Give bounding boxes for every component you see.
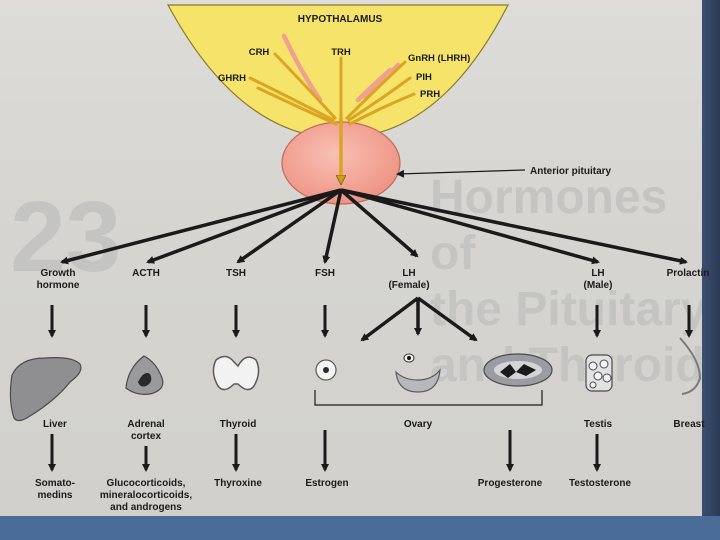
hormone-label: ACTH <box>132 268 160 279</box>
product-label-sub: medins <box>37 490 72 501</box>
ghost-chapter-number: 23 <box>10 181 122 293</box>
hormone-label: TSH <box>226 268 246 279</box>
hormone-label-sub: (Male) <box>584 280 613 291</box>
ghrh-label: GHRH <box>218 73 246 84</box>
hormone-label: Prolactin <box>667 268 710 279</box>
hypothalamus-title: HYPOTHALAMUS <box>298 14 383 25</box>
product-label: Testosterone <box>569 478 631 489</box>
product-label: Somato- <box>35 478 75 489</box>
product-label: Glucocorticoids, <box>107 478 186 489</box>
product-label-sub: mineralocorticoids, <box>100 490 192 501</box>
product-label: Progesterone <box>478 478 543 489</box>
target-label: Liver <box>43 419 67 430</box>
product-label: Thyroxine <box>214 478 262 489</box>
fan-arrows <box>60 188 688 265</box>
breast-icon <box>679 337 702 395</box>
thyroid-icon <box>212 355 260 391</box>
bottom-bar <box>0 516 720 540</box>
gnrh-label: GnRH (LHRH) <box>408 53 470 64</box>
hormone-label-sub: hormone <box>37 280 80 291</box>
trh-label: TRH <box>331 47 351 58</box>
hormone-target-arrows <box>48 305 693 338</box>
hormone-label: LH <box>402 268 415 279</box>
liver-icon <box>9 357 82 422</box>
lh-female-arrows <box>360 296 478 342</box>
target-product-arrows <box>48 430 601 472</box>
target-label: Adrenal <box>127 419 164 430</box>
prh-label: PRH <box>420 89 440 100</box>
ovary-bracket <box>314 390 543 406</box>
product-label: Estrogen <box>305 478 348 489</box>
hormone-label: LH <box>591 268 604 279</box>
ovary-ovulation-icon <box>395 368 441 393</box>
target-label-sub: cortex <box>131 431 161 442</box>
page-edge-shadow <box>702 0 720 516</box>
pih-label: PIH <box>416 72 432 83</box>
hormone-label-sub: (Female) <box>388 280 429 291</box>
target-label: Thyroid <box>220 419 257 430</box>
releasing-hormone-tracts <box>248 52 416 126</box>
crh-label: CRH <box>249 47 270 58</box>
anterior-pituitary-label: Anterior pituitary <box>530 166 612 177</box>
testis-icon <box>585 354 613 392</box>
product-label-sub: and androgens <box>110 502 182 513</box>
target-label: Breast <box>673 419 705 430</box>
hormone-label: Growth <box>41 268 76 279</box>
hormone-label: FSH <box>315 268 335 279</box>
target-label: Ovary <box>404 419 433 430</box>
target-label: Testis <box>584 419 613 430</box>
